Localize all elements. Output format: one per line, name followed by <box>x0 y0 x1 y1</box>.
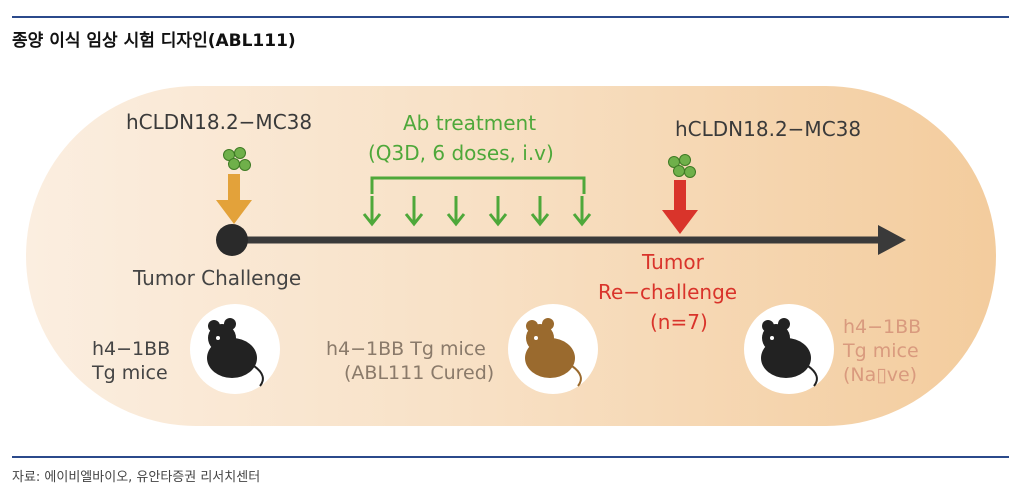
diagram-background <box>26 86 996 426</box>
mouse-mid-line2: (ABL111 Cured) <box>344 362 495 384</box>
rechallenge-arrow-icon <box>662 180 698 234</box>
mouse-right-line3: (Na▯ve) <box>843 364 918 386</box>
left-tumor-label: hCLDN18.2−MC38 <box>126 110 313 134</box>
dose-bracket <box>370 176 586 194</box>
mouse-right-icon <box>744 304 834 394</box>
treatment-schedule-label: (Q3D, 6 doses, i.v) <box>368 141 554 165</box>
mouse-mid-icon <box>508 304 598 394</box>
rechallenge-line2: Re−challenge <box>598 280 738 304</box>
top-rule <box>12 16 1009 18</box>
timeline-arrow <box>216 224 906 256</box>
left-tumor-cells-icon <box>221 147 251 175</box>
mouse-right-line1: h4−1BB <box>843 316 922 338</box>
left-arrow-icon <box>216 174 252 224</box>
dose-arrows <box>362 196 592 227</box>
dose-arrow-5-icon <box>530 196 550 227</box>
mouse-right-line2: Tg mice <box>843 340 919 362</box>
rechallenge-line1: Tumor <box>642 250 704 274</box>
start-dot <box>216 224 248 256</box>
mouse-left-line1: h4−1BB <box>92 338 171 360</box>
right-tumor-cells-icon <box>666 154 696 182</box>
right-tumor-label: hCLDN18.2−MC38 <box>675 117 862 141</box>
bottom-rule <box>12 456 1009 458</box>
dose-arrow-1-icon <box>362 196 382 227</box>
source-note: 자료: 에이비엘바이오, 유안타증권 리서치센터 <box>12 470 261 485</box>
tumor-challenge-label: Tumor Challenge <box>133 266 302 290</box>
dose-arrow-4-icon <box>488 196 508 227</box>
dose-arrow-2-icon <box>404 196 424 227</box>
mouse-left-icon <box>190 304 280 394</box>
dose-arrow-3-icon <box>446 196 466 227</box>
rechallenge-count: (n=7) <box>650 310 708 334</box>
dose-arrow-6-icon <box>572 196 592 227</box>
treatment-label: Ab treatment <box>403 111 537 135</box>
page-title: 종양 이식 임상 시험 디자인(ABL111) <box>12 31 296 51</box>
mouse-mid-line1: h4−1BB Tg mice <box>326 338 486 360</box>
mouse-left-line2: Tg mice <box>92 362 168 384</box>
